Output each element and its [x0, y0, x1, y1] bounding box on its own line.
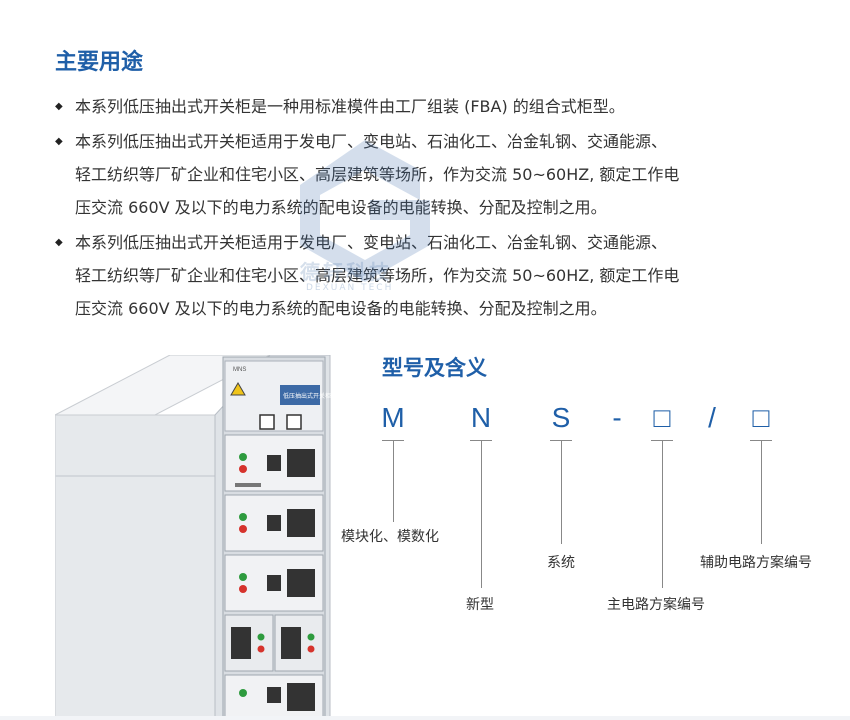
list-item: ◆ 本系列低压抽出式开关柜适用于发电厂、变电站、石油化工、冶金轧钢、交通能源、 … — [55, 125, 795, 224]
label-modular: 模块化、模数化 — [341, 529, 439, 545]
code-main-box: □ — [653, 402, 671, 433]
label-aux-circuit: 辅助电路方案编号 — [700, 555, 812, 571]
cabinet-plate: 低压抽出式开关柜 — [283, 392, 331, 400]
label-new: 新型 — [466, 597, 494, 613]
label-main-circuit: 主电路方案编号 — [607, 597, 705, 613]
usage-list: ◆ 本系列低压抽出式开关柜是一种用标准模件由工厂组装 (FBA) 的组合式柜型。… — [55, 90, 795, 327]
code-m: M — [381, 402, 405, 433]
list-item-line: 轻工纺织等厂矿企业和住宅小区、高层建筑等场所，作为交流 50~60HZ, 额定工… — [75, 266, 680, 285]
code-s: S — [551, 402, 571, 433]
list-item-line: 本系列低压抽出式开关柜是一种用标准模件由工厂组装 (FBA) 的组合式柜型。 — [75, 97, 625, 116]
leader-tick — [651, 440, 673, 441]
code-n: N — [470, 402, 492, 433]
list-item-line: 本系列低压抽出式开关柜适用于发电厂、变电站、石油化工、冶金轧钢、交通能源、 — [75, 233, 668, 252]
code-dash: - — [612, 402, 622, 433]
leader-tick — [550, 440, 572, 441]
list-item-line: 本系列低压抽出式开关柜适用于发电厂、变电站、石油化工、冶金轧钢、交通能源、 — [75, 132, 668, 151]
diamond-bullet-icon: ◆ — [55, 136, 63, 147]
list-item: ◆ 本系列低压抽出式开关柜适用于发电厂、变电站、石油化工、冶金轧钢、交通能源、 … — [55, 226, 795, 325]
bottom-band — [0, 716, 850, 720]
label-system: 系统 — [547, 555, 575, 571]
diamond-bullet-icon: ◆ — [55, 237, 63, 248]
code-aux-box: □ — [752, 402, 770, 433]
leader-tick — [470, 440, 492, 441]
cabinet-brand: MNS — [233, 367, 246, 373]
leader-line — [393, 440, 394, 522]
leader-line — [761, 440, 762, 544]
switchgear-cabinet-image: MNS 低压抽出式开关柜 — [55, 355, 331, 720]
code-slash: / — [708, 402, 716, 433]
model-title: 型号及含义 — [382, 356, 487, 380]
leader-tick — [750, 440, 772, 441]
section-title: 主要用途 — [55, 50, 144, 75]
leader-line — [481, 440, 482, 588]
leader-line — [561, 440, 562, 544]
watermark-sub: DEXUAN TECH — [306, 283, 394, 293]
list-item-line: 轻工纺织等厂矿企业和住宅小区、高层建筑等场所，作为交流 50~60HZ, 额定工… — [75, 165, 680, 184]
list-item: ◆ 本系列低压抽出式开关柜是一种用标准模件由工厂组装 (FBA) 的组合式柜型。 — [55, 90, 795, 123]
leader-tick — [382, 440, 404, 441]
watermark-name: 德轩科技 — [300, 260, 392, 284]
list-item-line: 压交流 660V 及以下的电力系统的配电设备的电能转换、分配及控制之用。 — [75, 198, 607, 217]
diamond-bullet-icon: ◆ — [55, 101, 63, 112]
list-item-line: 压交流 660V 及以下的电力系统的配电设备的电能转换、分配及控制之用。 — [75, 299, 607, 318]
leader-line — [662, 440, 663, 588]
